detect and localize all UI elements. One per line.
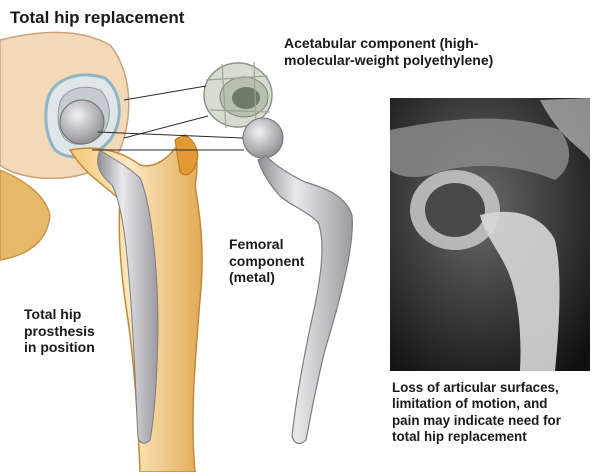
pelvis-illustration: [0, 32, 129, 260]
femoral-component-label: Femoral component (metal): [229, 236, 304, 286]
acetabular-component-label: Acetabular component (high- molecular-we…: [284, 35, 493, 68]
femur-with-prosthesis: [60, 100, 202, 472]
xray-caption: Loss of articular surfaces, limitation o…: [392, 380, 561, 445]
xray-image: [390, 98, 590, 371]
prosthesis-in-position-label: Total hip prosthesis in position: [24, 306, 95, 356]
page-title: Total hip replacement: [10, 8, 184, 28]
